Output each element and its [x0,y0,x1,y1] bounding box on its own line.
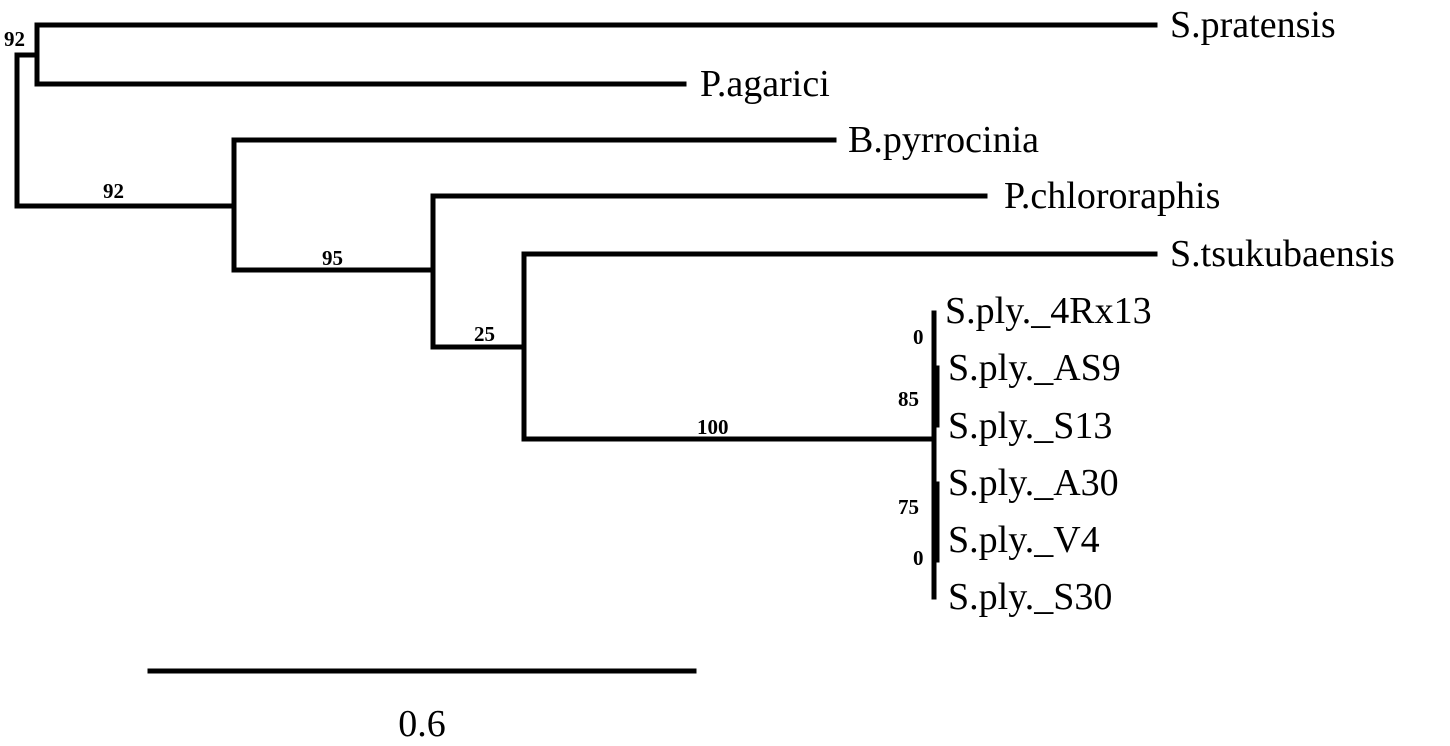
support-node-ply-upper: 85 [898,387,919,411]
support-values: 92 92 95 25 100 0 85 75 0 [4,27,924,570]
support-node-pseudo-clade: 95 [322,246,343,270]
taxon-s-pratensis: S.pratensis [1170,4,1336,46]
taxon-s-ply-s30: S.ply._S30 [948,576,1112,618]
support-node-ply-clade: 100 [697,415,729,439]
taxon-s-ply-s13: S.ply._S13 [948,405,1112,447]
taxon-labels: S.pratensis P.agarici B.pyrrocinia P.chl… [700,4,1395,618]
support-node-burk-clade: 92 [103,179,124,203]
taxon-s-tsukubaensis: S.tsukubaensis [1170,233,1395,275]
taxon-p-agarici: P.agarici [700,63,830,105]
scale-bar: 0.6 [147,668,697,745]
support-node-ply-4rx13: 0 [913,325,924,349]
taxon-s-ply-as9: S.ply._AS9 [948,347,1121,389]
tree-branches [14,22,1158,600]
support-node-tsuku-clade: 25 [474,322,495,346]
support-node-ply-v4: 0 [913,546,924,570]
taxon-s-ply-4rx13: S.ply._4Rx13 [945,290,1152,332]
support-node-ply-lower: 75 [898,495,919,519]
scale-bar-label: 0.6 [398,703,446,745]
taxon-b-pyrrocinia: B.pyrrocinia [848,119,1039,161]
taxon-s-ply-a30: S.ply._A30 [948,462,1119,504]
taxon-p-chlororaphis: P.chlororaphis [1004,175,1220,217]
support-node-pratensis-agarici: 92 [4,27,25,51]
taxon-s-ply-v4: S.ply._V4 [948,519,1100,561]
